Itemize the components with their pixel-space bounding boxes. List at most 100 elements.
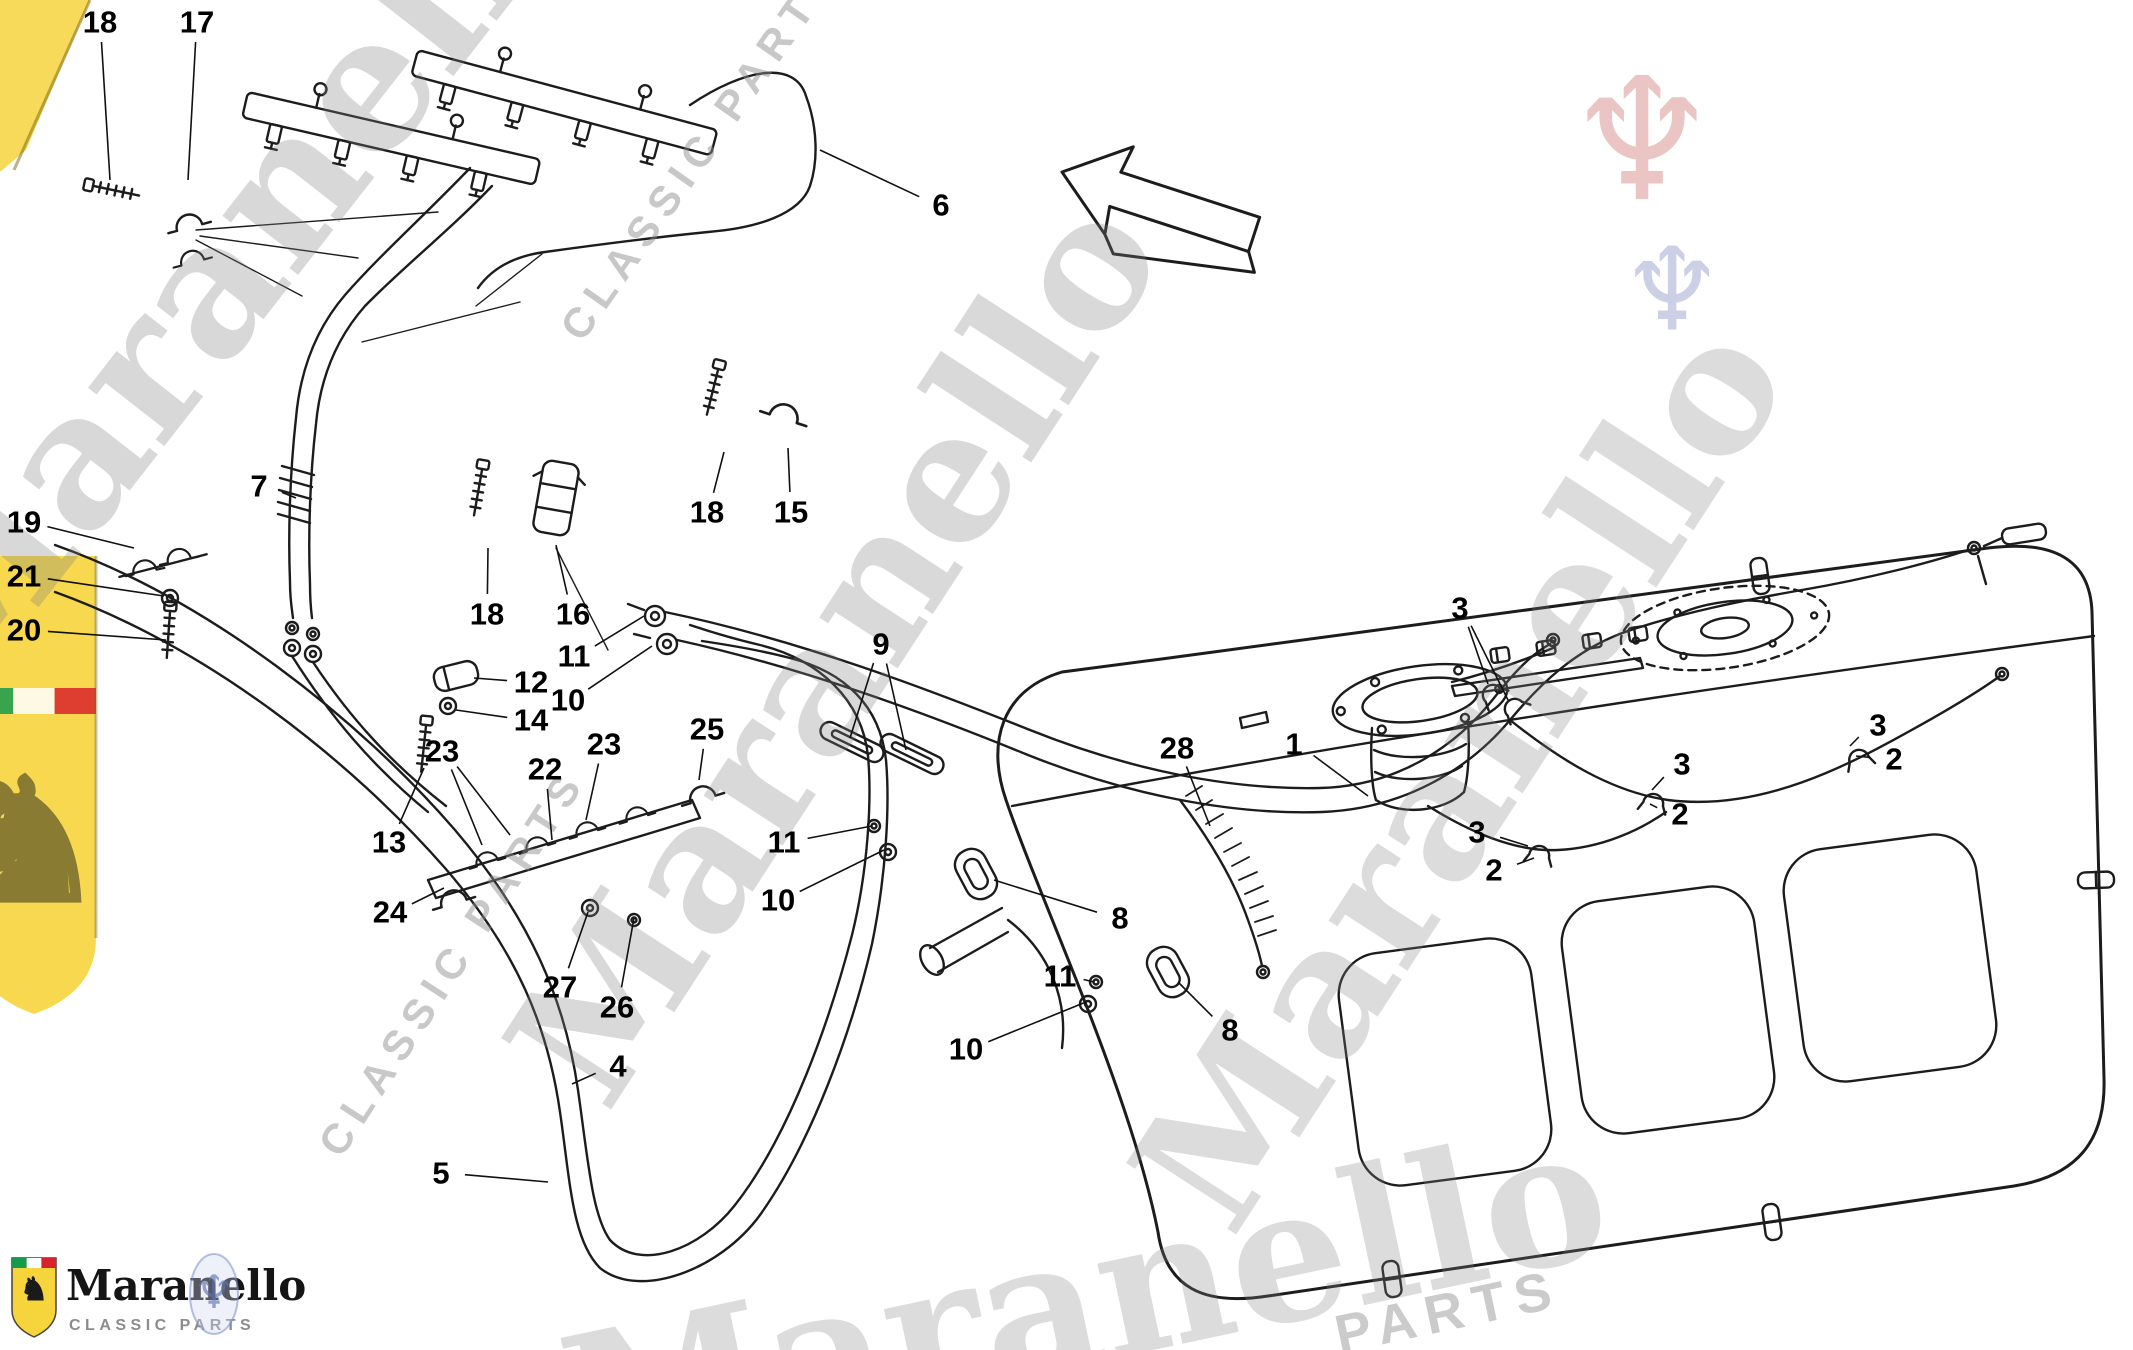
callout-leader-28 — [1185, 766, 1211, 827]
callout-leader-21 — [47, 578, 165, 597]
callout-leader-3 — [1651, 776, 1665, 791]
callout-15: 15 — [774, 495, 808, 530]
brand-name: Maranello — [66, 1261, 306, 1310]
callout-leader-14 — [455, 709, 508, 719]
pip e-bracket-strip — [426, 798, 702, 900]
callout-leader-8 — [993, 879, 1098, 913]
callout-1: 1 — [1285, 727, 1302, 762]
quick-connector-fittings — [626, 602, 679, 656]
callout-11: 11 — [1044, 959, 1077, 994]
callout-leader-22 — [546, 788, 553, 841]
callout-leader-2 — [1516, 857, 1535, 866]
callout-leader-8 — [1177, 981, 1213, 1017]
callout-16: 16 — [556, 597, 590, 632]
callout-8: 8 — [1221, 1013, 1238, 1048]
tank-top-bracket — [1238, 710, 1270, 730]
callout-leader-3 — [1849, 736, 1860, 747]
callout-leader-7 — [281, 491, 297, 499]
watermark-text: ♆ — [1620, 223, 1723, 358]
callout-leader-16 — [555, 544, 569, 595]
callout-14: 14 — [514, 703, 549, 738]
corrugated-sleeve — [1178, 785, 1277, 980]
callout-13: 13 — [372, 825, 406, 860]
tank-crease — [1010, 634, 2096, 808]
callout-leader-3 — [1499, 836, 1529, 847]
shield-body — [0, 556, 96, 1014]
callout-24: 24 — [373, 895, 408, 930]
callout-leader-11 — [594, 615, 645, 647]
direction-arrow-icon — [1060, 145, 1262, 274]
callout-11: 11 — [558, 639, 591, 674]
callout-18: 18 — [83, 5, 117, 40]
callout-leader-12 — [473, 677, 508, 682]
callout-leader-15 — [787, 447, 791, 493]
callout-26: 26 — [600, 990, 634, 1025]
callout-12: 12 — [514, 665, 548, 700]
callout-3: 3 — [1673, 747, 1690, 782]
callout-leader-9 — [885, 663, 907, 751]
callout-leader-1 — [1313, 754, 1369, 797]
callout-2: 2 — [1671, 797, 1688, 832]
callout-leader-2 — [1649, 803, 1658, 809]
fuel-hose-long-a — [53, 543, 871, 1257]
callout-leader-24 — [411, 887, 445, 905]
callout-22: 22 — [528, 752, 562, 787]
reference-lines — [195, 211, 609, 651]
tank-opening-2 — [1560, 885, 1776, 1135]
grommets-and-bolts — [866, 818, 1196, 1014]
rail-feed-hoses — [276, 166, 494, 814]
callout-leader-9 — [849, 662, 875, 739]
callout-3: 3 — [1451, 591, 1468, 626]
callout-9: 9 — [872, 627, 889, 662]
flag-stripe-white — [13, 688, 55, 714]
callout-leader-23 — [450, 769, 483, 846]
callout-leader-23 — [456, 766, 511, 836]
callout-leader-18 — [712, 451, 725, 493]
callout-19: 19 — [7, 505, 41, 540]
fuel-hose-long-b — [53, 590, 889, 1283]
shield-corner-wedge — [0, 0, 90, 172]
callout-leader-6 — [819, 149, 920, 198]
fuel-rail-front — [411, 46, 718, 166]
callout-leader-13 — [398, 767, 425, 825]
shield-corner-edge — [12, 0, 92, 171]
watermark-text: CLASSIC PARTS — [551, 0, 849, 349]
callout-3: 3 — [1468, 815, 1485, 850]
callout-2: 2 — [1485, 853, 1502, 888]
tank-opening-3 — [1782, 833, 1998, 1083]
callout-leader-10 — [987, 1001, 1087, 1043]
callout-leader-10 — [799, 849, 885, 893]
hose-crossover — [476, 71, 817, 290]
callout-17: 17 — [180, 5, 214, 40]
callout-2: 2 — [1885, 742, 1902, 777]
callout-20: 20 — [7, 613, 41, 648]
callout-leader-20 — [47, 630, 167, 641]
callout-leader-23 — [585, 763, 600, 821]
ferrari-shield-logo: ♞ — [11, 1257, 57, 1338]
callout-leader-18 — [486, 547, 489, 595]
callout-leader-26 — [620, 917, 635, 988]
fuel-rail-rear — [241, 82, 541, 199]
callout-leader-18 — [100, 41, 111, 181]
sender-flange-right — [1619, 584, 1831, 672]
trident-icon: ♆ — [193, 1265, 234, 1319]
prancing-horse-logo-icon: ♞ — [20, 1270, 49, 1308]
callout-leader-27 — [567, 911, 589, 969]
callout-leader-11 — [1083, 978, 1095, 983]
fuel-line-main-1 — [663, 610, 1552, 790]
maserati-badge: ♆ — [189, 1253, 239, 1335]
pump-body — [1370, 718, 1470, 811]
part-16-clip — [532, 459, 586, 537]
callout-leader-19 — [47, 525, 135, 549]
filler-neck — [919, 906, 1065, 1050]
callout-11: 11 — [768, 825, 801, 860]
tank-top-clips — [1238, 624, 1650, 730]
callout-18: 18 — [470, 597, 504, 632]
vent-line — [1508, 674, 2002, 804]
callout-21: 21 — [7, 559, 41, 594]
callout-leader-11 — [807, 825, 873, 840]
callout-3: 3 — [1869, 708, 1886, 743]
callout-6: 6 — [932, 188, 949, 223]
